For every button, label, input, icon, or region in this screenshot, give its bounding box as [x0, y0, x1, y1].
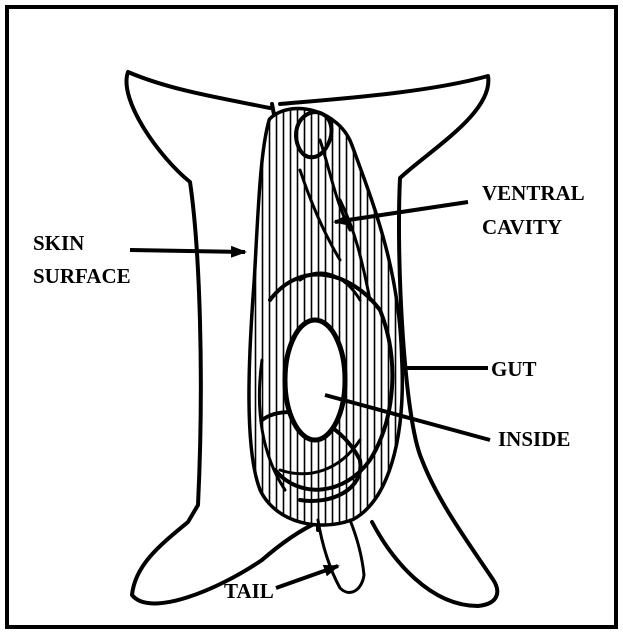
- gut-interior-hatching: [240, 100, 410, 530]
- tail-arrow: [276, 566, 338, 588]
- label-gut: GUT: [491, 357, 537, 381]
- label-tail: TAIL: [224, 579, 274, 603]
- tail-outline: [318, 520, 364, 592]
- label-cavity: CAVITY: [482, 215, 562, 239]
- label-ventral: VENTRAL: [482, 181, 585, 205]
- skin-surface-arrow: [130, 250, 245, 252]
- inside-cavity: [285, 320, 345, 440]
- label-inside: INSIDE: [498, 427, 570, 451]
- label-surface: SURFACE: [33, 264, 131, 288]
- label-skin: SKIN: [33, 231, 84, 255]
